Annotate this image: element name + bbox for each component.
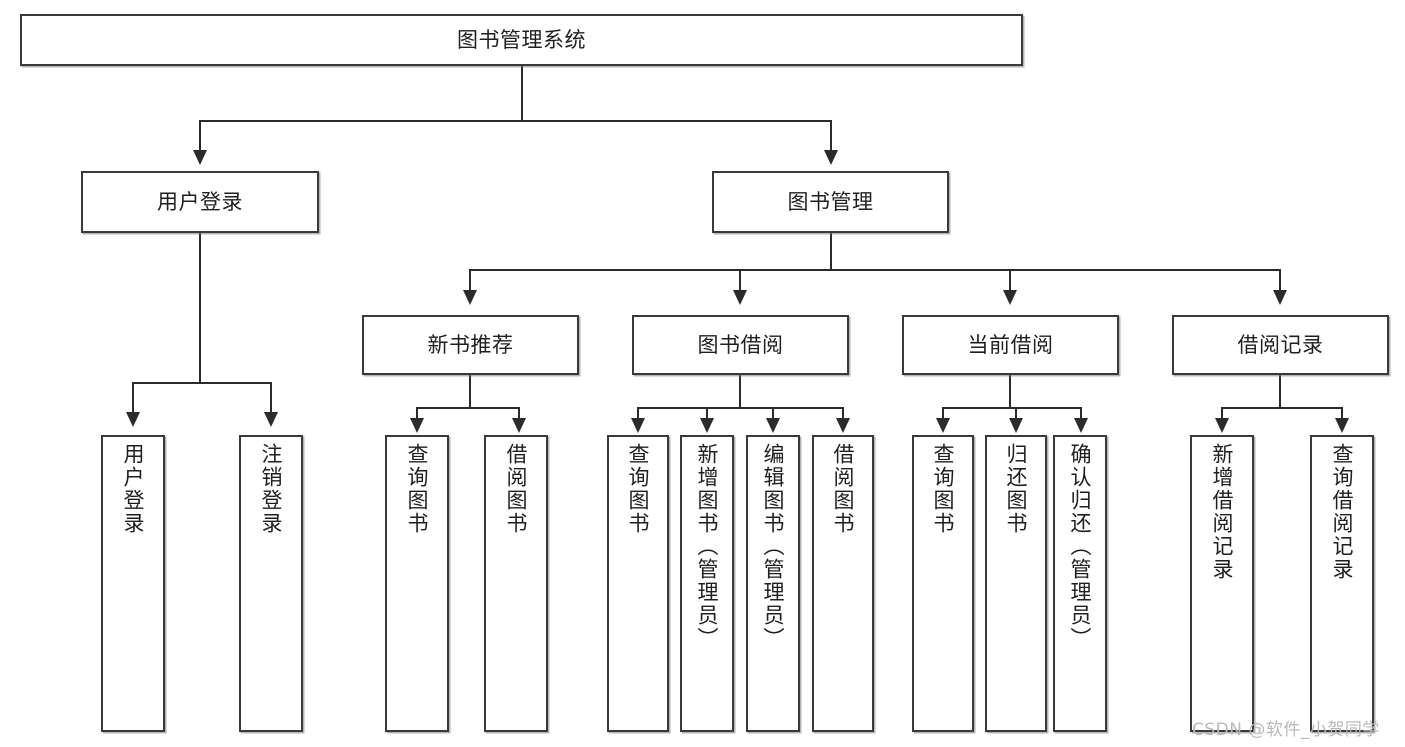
connector-root-bus bbox=[199, 120, 831, 122]
node-label: 编辑图书（管理员） bbox=[761, 443, 786, 650]
node-label: 借阅图书 bbox=[831, 443, 856, 535]
leaf-borrow-book-recommend[interactable]: 借阅图书 bbox=[484, 435, 548, 732]
connector-book-borrow-b3 bbox=[772, 407, 774, 419]
arrowhead-book-mgmt bbox=[824, 150, 838, 165]
arrowhead-leaf-logout bbox=[264, 412, 278, 427]
leaf-edit-book-admin[interactable]: 编辑图书（管理员） bbox=[746, 435, 800, 732]
connector-borrow-record-b2 bbox=[1341, 407, 1343, 419]
connector-borrow-record-stem bbox=[1279, 375, 1281, 408]
node-label: 用户登录 bbox=[121, 443, 146, 535]
arrowhead-leaf-query-record bbox=[1335, 418, 1349, 433]
arrowhead-leaf-add-book bbox=[700, 418, 714, 433]
arrowhead-new-book-rec bbox=[463, 290, 477, 305]
connector-user-login-branch-2 bbox=[270, 382, 272, 412]
connector-root-to-book-mgmt bbox=[830, 120, 832, 150]
node-label: 注销登录 bbox=[259, 443, 284, 535]
arrowhead-leaf-add-record bbox=[1215, 418, 1229, 433]
leaf-add-borrow-record[interactable]: 新增借阅记录 bbox=[1190, 435, 1254, 732]
node-label: 归还图书 bbox=[1004, 443, 1029, 535]
leaf-borrow-book[interactable]: 借阅图书 bbox=[812, 435, 874, 732]
node-label: 新书推荐 bbox=[427, 332, 514, 357]
connector-book-mgmt-branch-2 bbox=[739, 269, 741, 299]
csdn-watermark: CSDN @软件_小贺同学 bbox=[1192, 720, 1380, 740]
connector-book-mgmt-branch-1 bbox=[469, 269, 471, 299]
node-label: 查询图书 bbox=[626, 443, 651, 535]
arrowhead-leaf-query-book-3 bbox=[936, 418, 950, 433]
connector-new-book-rec-b2 bbox=[518, 407, 520, 419]
arrowhead-leaf-borrow-book-2 bbox=[836, 418, 850, 433]
connector-book-mgmt-stem bbox=[830, 233, 832, 270]
connector-book-mgmt-branch-3 bbox=[1009, 269, 1011, 299]
node-label: 查询图书 bbox=[931, 443, 956, 535]
arrowhead-user-login bbox=[193, 150, 207, 165]
arrowhead-leaf-borrow-book-1 bbox=[512, 418, 526, 433]
node-label: 用户登录 bbox=[157, 189, 243, 214]
arrowhead-current-borrow bbox=[1003, 290, 1017, 305]
connector-root-to-user-login bbox=[199, 120, 201, 150]
leaf-user-login[interactable]: 用户登录 bbox=[101, 435, 165, 732]
connector-current-borrow-b1 bbox=[942, 407, 944, 419]
connector-book-borrow-stem bbox=[739, 375, 741, 408]
node-label: 新增借阅记录 bbox=[1210, 443, 1235, 581]
connector-new-book-rec-stem bbox=[469, 375, 471, 408]
connector-user-login-stem bbox=[199, 233, 201, 383]
node-label: 查询图书 bbox=[405, 443, 430, 535]
connector-new-book-rec-b1 bbox=[416, 407, 418, 419]
node-label: 借阅记录 bbox=[1237, 332, 1324, 357]
arrowhead-leaf-query-book-2 bbox=[631, 418, 645, 433]
connector-book-borrow-b1 bbox=[637, 407, 639, 419]
leaf-query-borrow-record[interactable]: 查询借阅记录 bbox=[1310, 435, 1374, 732]
connector-user-login-bus bbox=[132, 382, 271, 384]
arrowhead-borrow-record bbox=[1273, 290, 1287, 305]
connector-current-borrow-stem bbox=[1009, 375, 1011, 408]
node-label: 图书管理系统 bbox=[457, 27, 586, 52]
node-label: 查询借阅记录 bbox=[1330, 443, 1355, 581]
leaf-logout[interactable]: 注销登录 bbox=[239, 435, 303, 732]
connector-user-login-branch-1 bbox=[132, 382, 134, 412]
connector-book-borrow-b2 bbox=[706, 407, 708, 419]
connector-book-mgmt-bus bbox=[469, 269, 1281, 271]
node-book-management[interactable]: 图书管理 bbox=[712, 171, 949, 233]
arrowhead-leaf-query-book-1 bbox=[410, 418, 424, 433]
node-label: 图书借阅 bbox=[697, 332, 784, 357]
node-label: 借阅图书 bbox=[504, 443, 529, 535]
leaf-query-book-borrow[interactable]: 查询图书 bbox=[607, 435, 669, 732]
connector-book-borrow-b4 bbox=[842, 407, 844, 419]
connector-borrow-record-b1 bbox=[1221, 407, 1223, 419]
node-new-book-recommend[interactable]: 新书推荐 bbox=[362, 315, 579, 375]
leaf-return-book[interactable]: 归还图书 bbox=[985, 435, 1047, 732]
arrowhead-leaf-confirm-return bbox=[1074, 418, 1088, 433]
connector-book-borrow-bus bbox=[637, 407, 844, 409]
connector-new-book-rec-bus bbox=[416, 407, 520, 409]
node-label: 图书管理 bbox=[787, 189, 874, 214]
node-user-login[interactable]: 用户登录 bbox=[81, 171, 319, 233]
connector-book-mgmt-branch-4 bbox=[1279, 269, 1281, 299]
node-label: 新增图书（管理员） bbox=[695, 443, 720, 650]
node-current-borrow[interactable]: 当前借阅 bbox=[902, 315, 1119, 375]
arrowhead-leaf-edit-book bbox=[766, 418, 780, 433]
node-book-borrow[interactable]: 图书借阅 bbox=[632, 315, 849, 375]
node-borrow-record[interactable]: 借阅记录 bbox=[1172, 315, 1389, 375]
leaf-confirm-return-admin[interactable]: 确认归还（管理员） bbox=[1053, 435, 1107, 732]
leaf-add-book-admin[interactable]: 新增图书（管理员） bbox=[680, 435, 734, 732]
connector-borrow-record-bus bbox=[1221, 407, 1341, 409]
connector-root-stem bbox=[521, 66, 523, 121]
arrowhead-leaf-user-login bbox=[126, 412, 140, 427]
connector-current-borrow-b2 bbox=[1015, 407, 1017, 419]
node-label: 当前借阅 bbox=[967, 332, 1054, 357]
node-root-system[interactable]: 图书管理系统 bbox=[20, 14, 1023, 66]
arrowhead-leaf-return-book bbox=[1009, 418, 1023, 433]
arrowhead-book-borrow bbox=[733, 290, 747, 305]
leaf-query-book-recommend[interactable]: 查询图书 bbox=[385, 435, 449, 732]
connector-current-borrow-b3 bbox=[1080, 407, 1082, 419]
leaf-query-book-current[interactable]: 查询图书 bbox=[912, 435, 974, 732]
node-label: 确认归还（管理员） bbox=[1068, 443, 1093, 650]
connector-current-borrow-bus bbox=[942, 407, 1081, 409]
